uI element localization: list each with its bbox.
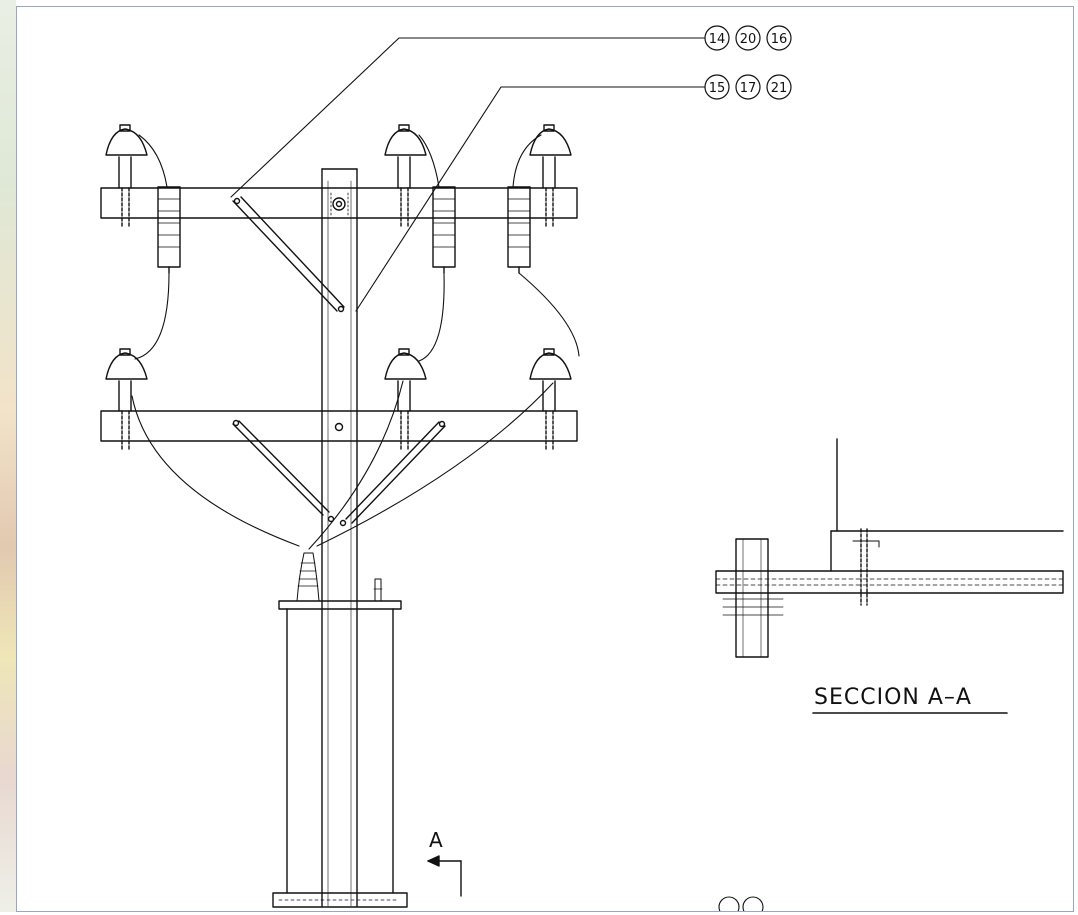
callout-number: 14 (709, 32, 726, 47)
cutout-mid (432, 186, 456, 274)
lower-braces (232, 419, 446, 527)
callout-number: 16 (771, 32, 788, 47)
callout-circle (766, 25, 792, 51)
insulator-lower-mid (384, 348, 427, 450)
partial-callout-bottom (718, 896, 764, 915)
callout-number: 15 (709, 81, 726, 96)
cutout-right (507, 186, 531, 274)
upper-crossarm (100, 187, 578, 219)
section-cut-arrow (427, 855, 462, 897)
insulator-lower-right (529, 348, 572, 450)
callout-group-upper (704, 25, 792, 51)
drawing-sheet: 14 20 16 15 17 21 SECCION A–A A (16, 6, 1074, 915)
utility-pole (321, 168, 358, 907)
callout-number: 17 (740, 81, 757, 96)
section-cut-label: A (429, 828, 443, 852)
insulator-upper-left (105, 124, 148, 228)
lower-crossarm (100, 410, 578, 442)
callout-group-lower (704, 74, 792, 100)
upper-v-brace (232, 196, 345, 313)
pole-transformer-drawing: 14 20 16 15 17 21 SECCION A–A A (100, 25, 1064, 915)
callout-circle (735, 25, 761, 51)
section-a-a-detail (715, 438, 1064, 658)
insulator-upper-right (529, 124, 572, 228)
conductor-wires (131, 134, 580, 550)
callout-leaders (230, 37, 706, 312)
callout-number: 21 (771, 81, 788, 96)
callout-circle (766, 74, 792, 100)
callout-circle (735, 74, 761, 100)
insulator-upper-mid (384, 124, 427, 228)
insulator-lower-left (105, 348, 148, 450)
callout-circle (704, 74, 730, 100)
cutout-left (157, 186, 181, 274)
left-edge-strip (0, 0, 16, 912)
callout-number: 20 (740, 32, 757, 47)
transformer (272, 552, 408, 908)
section-title: SECCION A–A (814, 685, 972, 710)
callout-circle (704, 25, 730, 51)
